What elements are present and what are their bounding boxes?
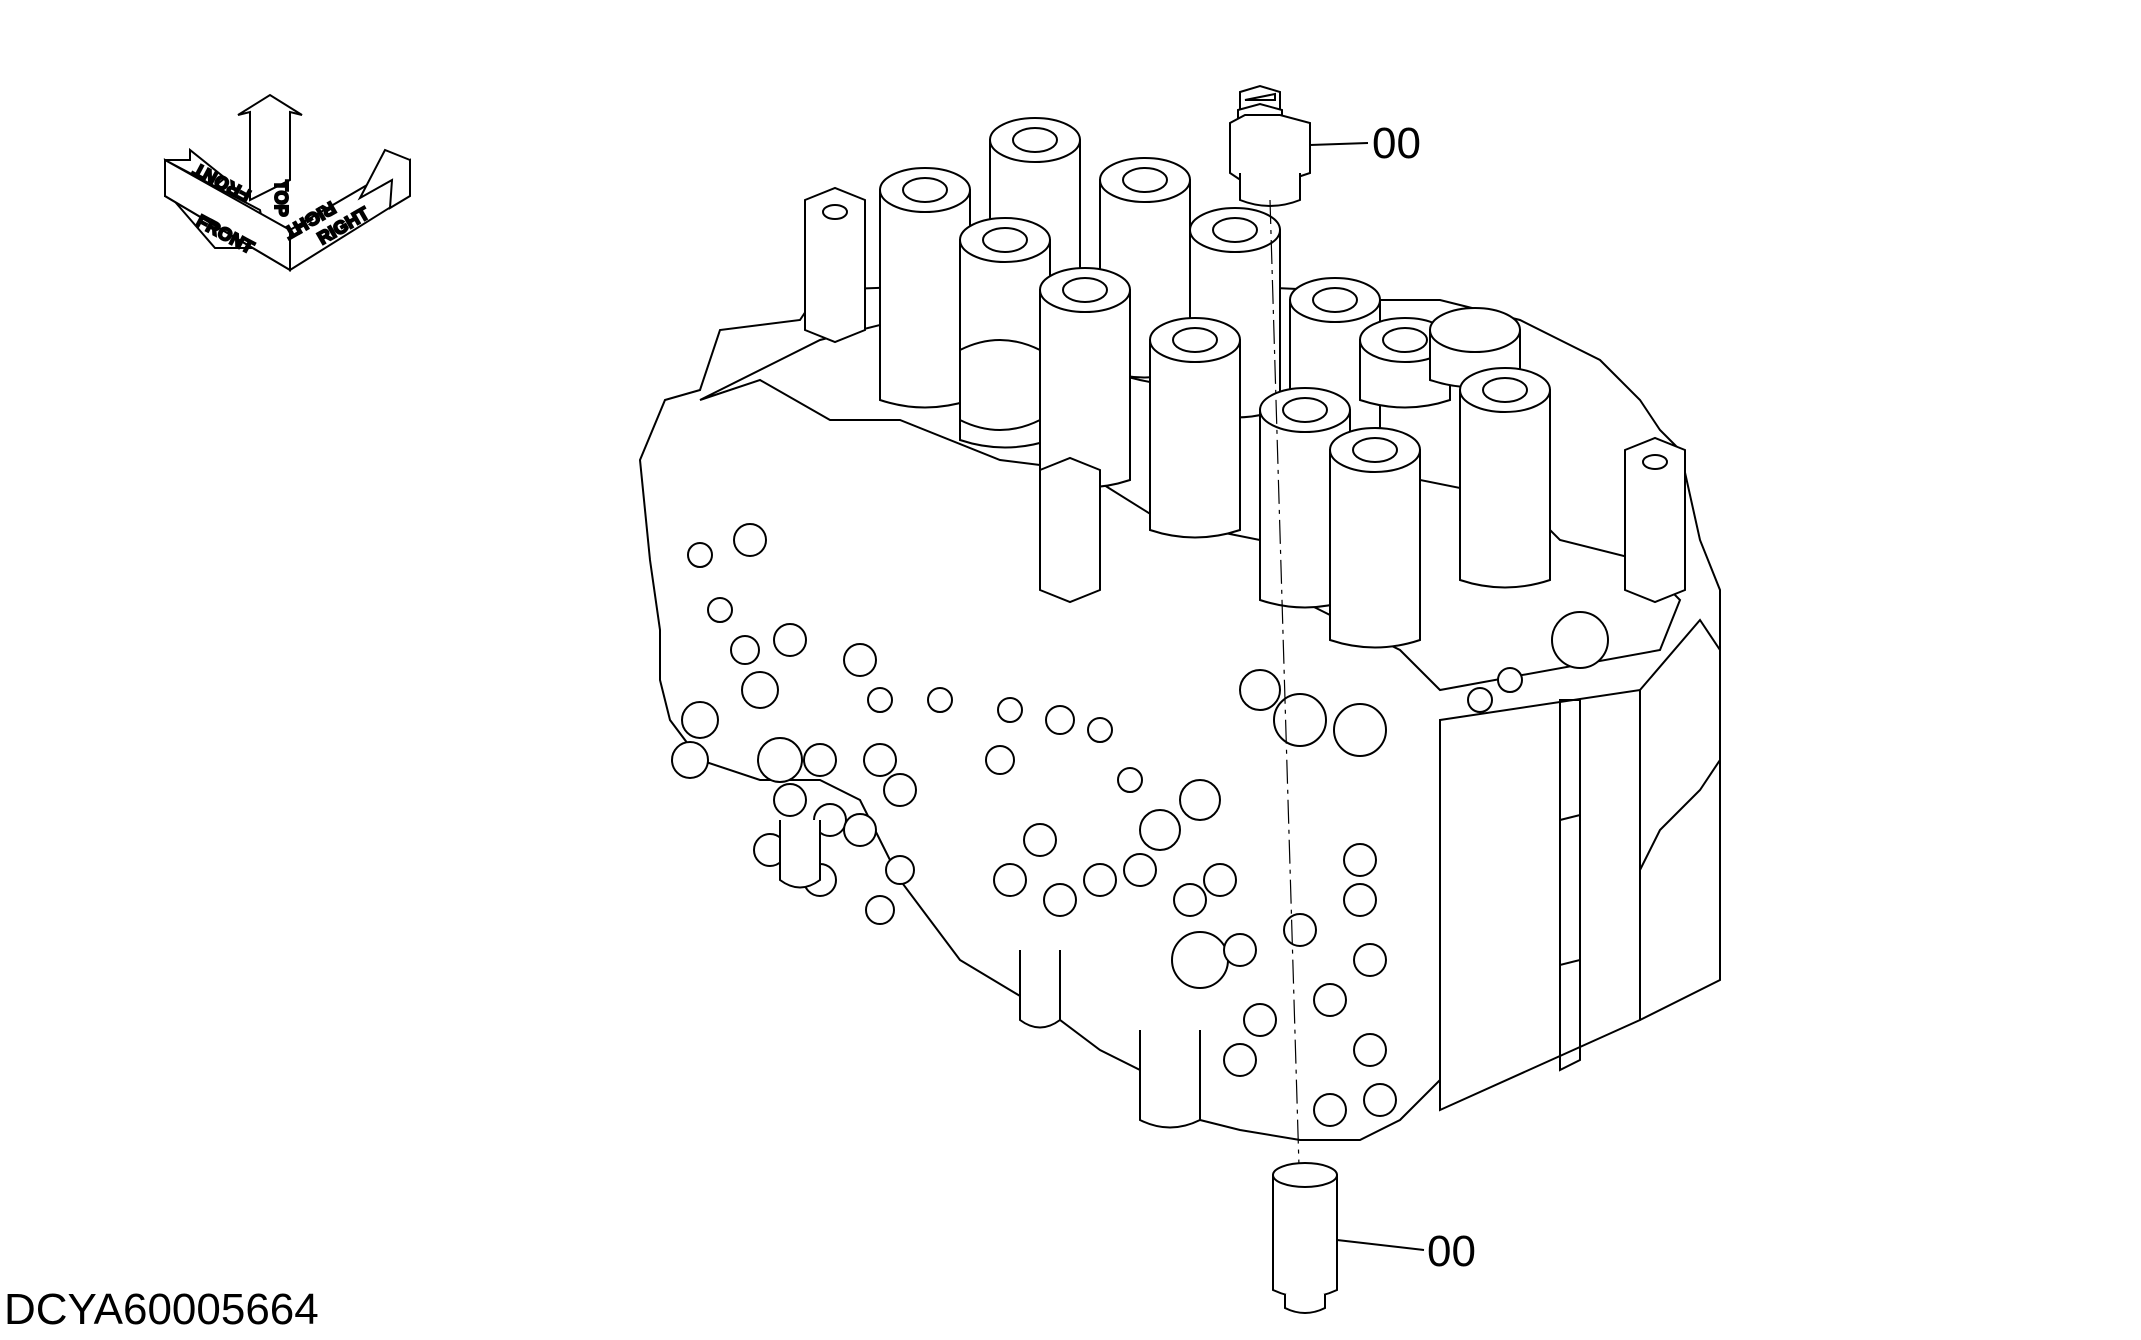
bottom-callout-leader [1336,1239,1425,1251]
orientation-top-label: TOP [271,180,291,217]
top-part-callout: 00 [1372,119,1421,168]
bottom-part-callout: 00 [1427,1227,1476,1276]
bottom-cap-part [1272,1162,1338,1314]
top-plug-part [1229,84,1311,207]
orientation-symbol: FRONT FRONT TOP RIGHT RIGHT [163,93,411,272]
top-callout-leader [1309,142,1369,146]
control-valve-assembly [638,117,1721,1141]
drawing-code: DCYA60005664 [4,1285,319,1334]
assembly-centerline [1269,199,1301,1201]
